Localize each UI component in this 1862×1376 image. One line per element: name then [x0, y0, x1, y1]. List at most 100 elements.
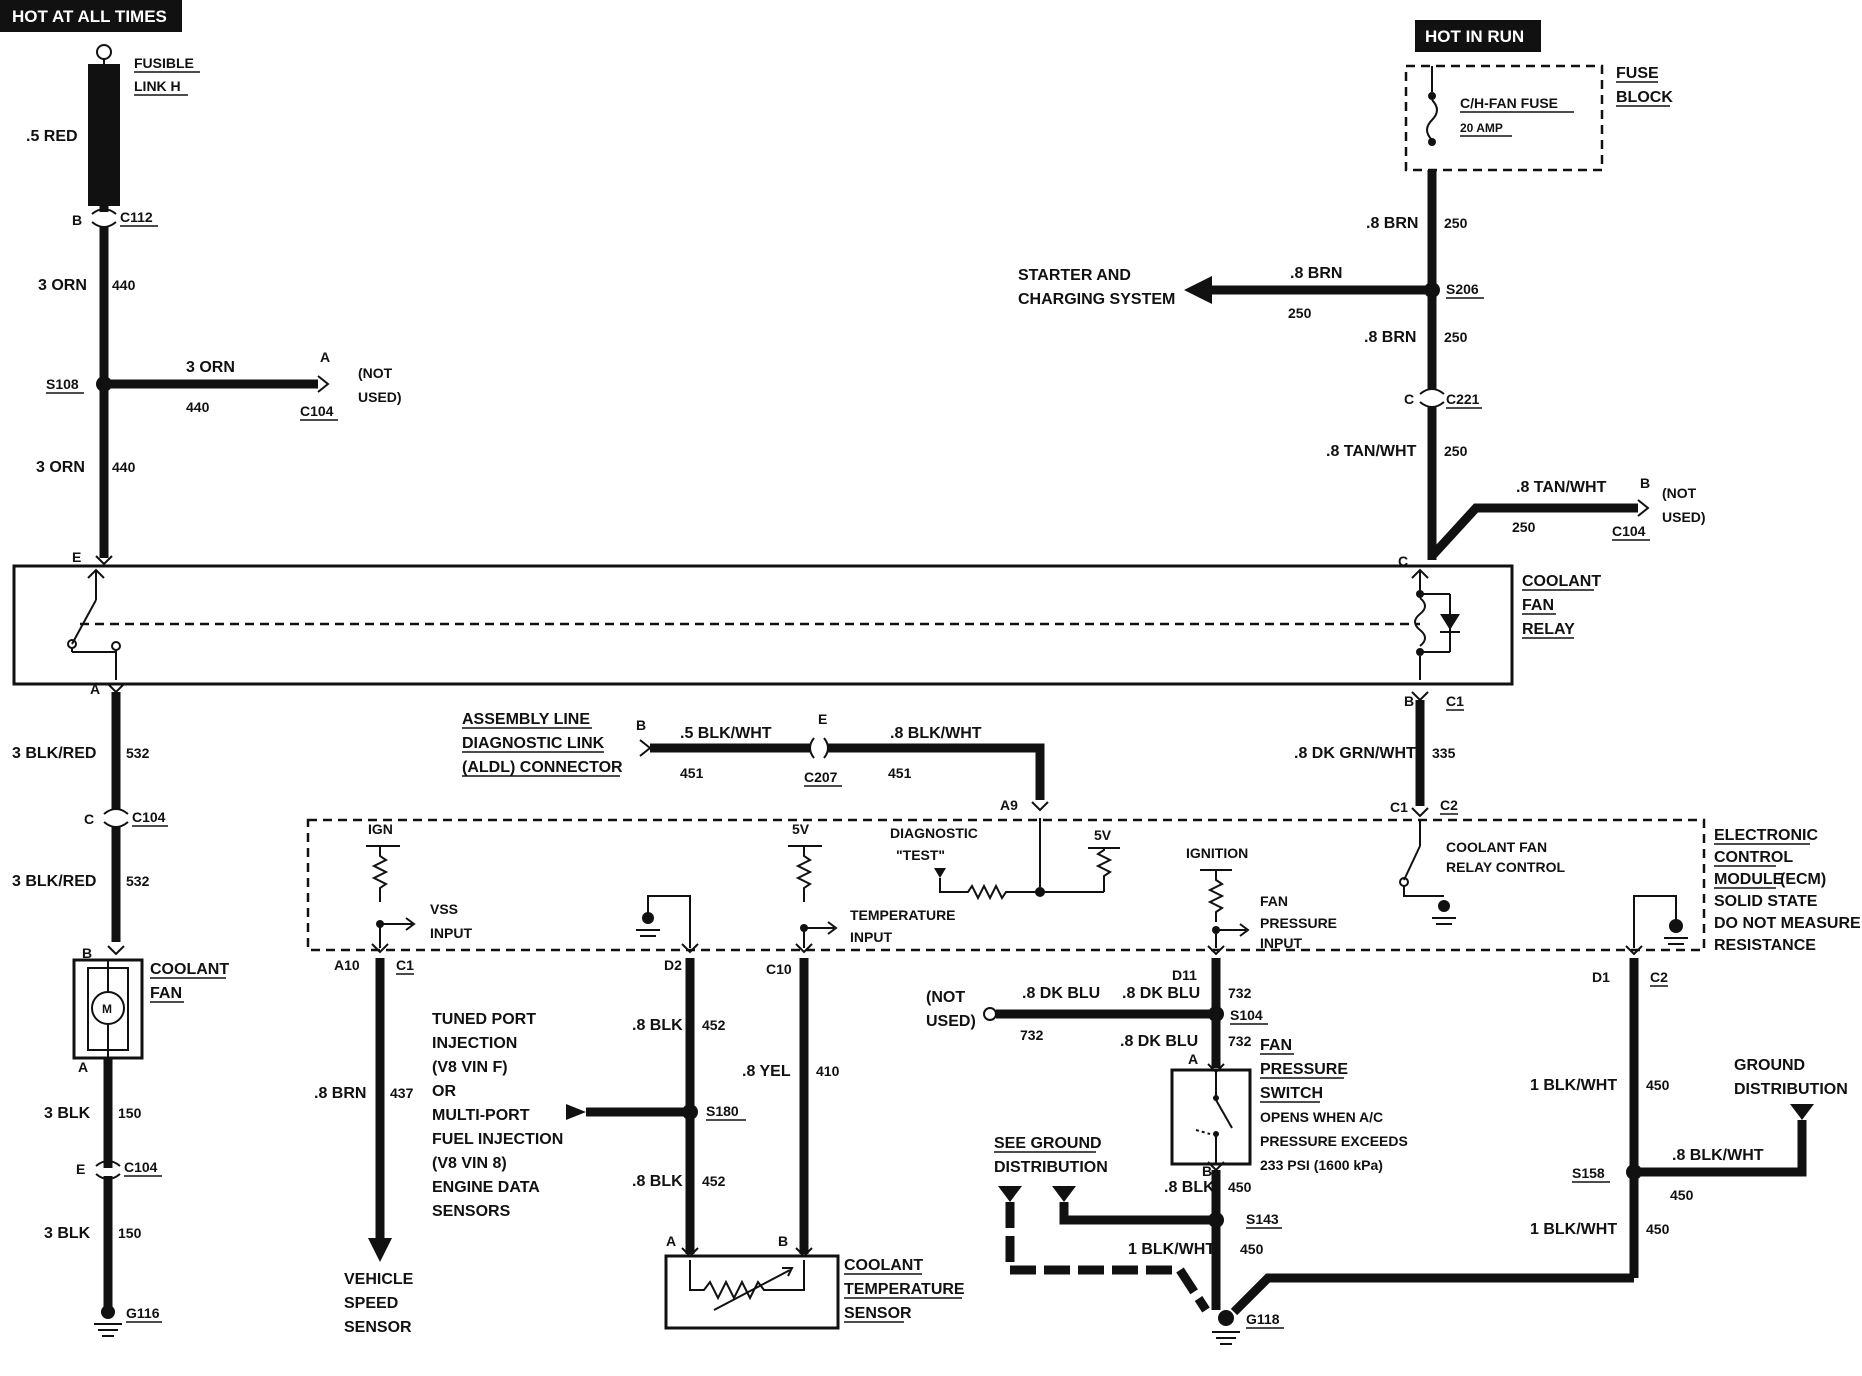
circuit-number: 450 [1240, 1241, 1264, 1257]
circuit-number: 437 [390, 1085, 414, 1101]
connector-c112: B C112 [72, 208, 158, 228]
svg-text:GROUND: GROUND [1734, 1057, 1805, 1074]
svg-text:450: 450 [1670, 1187, 1694, 1203]
svg-text:A: A [1188, 1051, 1198, 1067]
svg-text:FAN: FAN [1260, 1037, 1292, 1054]
svg-text:COOLANT FAN: COOLANT FAN [1446, 839, 1547, 855]
wire-label: 1 BLK/WHT [1530, 1221, 1617, 1238]
svg-text:USED): USED) [1662, 509, 1706, 525]
svg-text:(NOT: (NOT [1662, 485, 1697, 501]
circuit-number: 732 [1228, 985, 1252, 1001]
svg-text:COOLANT: COOLANT [1522, 573, 1601, 590]
svg-text:RELAY: RELAY [1522, 621, 1575, 638]
svg-text:HOT AT ALL TIMES: HOT AT ALL TIMES [12, 7, 167, 26]
svg-text:250: 250 [1288, 305, 1312, 321]
svg-text:E: E [76, 1161, 85, 1177]
pin-label: D1 [1592, 969, 1610, 985]
wire-label: 3 BLK/RED [12, 745, 96, 762]
vehicle-speed-sensor-label: VEHICLE SPEED SENSOR [344, 1271, 414, 1336]
circuit-number: 450 [1228, 1179, 1252, 1195]
svg-text:DIAGNOSTIC: DIAGNOSTIC [890, 825, 978, 841]
svg-text:FAN: FAN [1522, 597, 1554, 614]
svg-text:PRESSURE: PRESSURE [1260, 915, 1337, 931]
coolant-temperature-sensor: A B COOLANT TEMPERATURE SENSOR [664, 1233, 965, 1330]
svg-text:E: E [818, 711, 827, 727]
svg-text:.8 TAN/WHT: .8 TAN/WHT [1516, 479, 1607, 496]
wire-to-g118 [1230, 1273, 1634, 1316]
svg-text:(NOT: (NOT [358, 365, 393, 381]
svg-text:C: C [1404, 391, 1414, 407]
circuit-number: 532 [126, 873, 150, 889]
svg-text:VSS: VSS [430, 901, 458, 917]
svg-text:INPUT: INPUT [430, 925, 472, 941]
svg-text:.8 BRN: .8 BRN [1290, 265, 1342, 282]
svg-text:C: C [84, 811, 94, 827]
svg-text:DISTRIBUTION: DISTRIBUTION [1734, 1081, 1848, 1098]
svg-text:440: 440 [186, 399, 210, 415]
svg-text:.5 RED: .5 RED [26, 128, 78, 145]
svg-text:SWITCH: SWITCH [1260, 1085, 1323, 1102]
svg-text:INJECTION: INJECTION [432, 1035, 517, 1052]
wire-label: 1 BLK/WHT [1128, 1241, 1215, 1258]
svg-text:DO NOT MEASURE: DO NOT MEASURE [1714, 915, 1861, 932]
circuit-number: 450 [1646, 1221, 1670, 1237]
svg-text:USED): USED) [926, 1013, 976, 1030]
wire-label: 3 ORN [38, 277, 87, 294]
injection-note: TUNED PORT INJECTION (V8 VIN F) OR MULTI… [432, 1011, 563, 1220]
svg-text:USED): USED) [358, 389, 402, 405]
svg-text:INPUT: INPUT [1260, 935, 1302, 951]
connector-c221: C C221 [1404, 388, 1482, 409]
svg-text:C104: C104 [300, 403, 334, 419]
coolant-fan-relay: COOLANT FAN RELAY [12, 564, 1601, 686]
svg-text:B: B [72, 212, 82, 228]
svg-text:S104: S104 [1230, 1007, 1263, 1023]
svg-text:B: B [778, 1233, 788, 1249]
pin-label: A [90, 681, 100, 697]
svg-text:B: B [1640, 475, 1650, 491]
svg-text:.8 BLK/WHT: .8 BLK/WHT [890, 725, 982, 742]
circuit-number: 532 [126, 745, 150, 761]
svg-text:G118: G118 [1246, 1311, 1280, 1327]
svg-text:LINK H: LINK H [134, 78, 181, 94]
svg-text:VEHICLE: VEHICLE [344, 1271, 414, 1288]
svg-text:(ECM): (ECM) [1780, 871, 1826, 888]
svg-text:DISTRIBUTION: DISTRIBUTION [994, 1159, 1108, 1176]
connector-arrow [95, 555, 113, 566]
svg-text:(ALDL) CONNECTOR: (ALDL) CONNECTOR [462, 759, 623, 776]
circuit-number: 440 [112, 459, 136, 475]
wire-label: 3 BLK/RED [12, 873, 96, 890]
connector-label: C2 [1440, 797, 1458, 813]
svg-text:C/H-FAN FUSE: C/H-FAN FUSE [1460, 95, 1558, 111]
connector-arrow [1411, 807, 1429, 818]
circuit-number: 250 [1444, 329, 1468, 345]
circuit-number: 150 [118, 1105, 142, 1121]
svg-text:S158: S158 [1572, 1165, 1605, 1181]
svg-text:SOLID STATE: SOLID STATE [1714, 893, 1818, 910]
pin-label: E [72, 549, 81, 565]
svg-text:BLOCK: BLOCK [1616, 89, 1673, 106]
svg-text:C104: C104 [124, 1159, 158, 1175]
circuit-number: 440 [112, 277, 136, 293]
svg-text:S108: S108 [46, 376, 79, 392]
svg-text:CONTROL: CONTROL [1714, 849, 1793, 866]
svg-text:.8 BLK/WHT: .8 BLK/WHT [1672, 1147, 1764, 1164]
wire-label: .8 DK GRN/WHT [1294, 745, 1416, 762]
svg-text:732: 732 [1020, 1027, 1044, 1043]
svg-text:TEMPERATURE: TEMPERATURE [844, 1281, 965, 1298]
svg-text:S180: S180 [706, 1103, 739, 1119]
splice-s180: S180 [566, 1103, 746, 1121]
electronic-control-module: IGN VSS INPUT 5V TEMPERATURE INPUT DIAGN… [306, 818, 1861, 954]
circuit-number: 250 [1444, 443, 1468, 459]
pin-label: D2 [664, 957, 682, 973]
svg-text:IGNITION: IGNITION [1186, 845, 1248, 861]
connector-c104-e: E C104 [76, 1159, 162, 1180]
wire-label: .8 TAN/WHT [1326, 443, 1417, 460]
svg-text:451: 451 [680, 765, 704, 781]
ecm-pin-arrows [371, 943, 1643, 956]
ground-g116: G116 [94, 1305, 162, 1337]
svg-text:MODULE: MODULE [1714, 871, 1784, 888]
wire-label: .8 DK BLU [1120, 1033, 1198, 1050]
svg-text:TUNED PORT: TUNED PORT [432, 1011, 536, 1028]
splice-s108: S108 3 ORN 440 A C104 (NOT USED) [46, 349, 402, 421]
